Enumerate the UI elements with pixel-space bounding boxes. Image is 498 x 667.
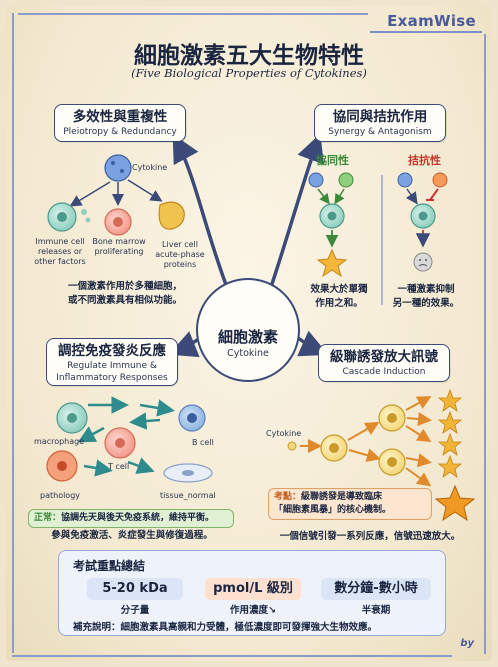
synergy-label: 協同性 — [316, 154, 349, 167]
frame-left-line — [12, 13, 14, 653]
page-subtitle: (Five Biological Properties of Cytokines… — [131, 66, 367, 80]
hub-title: 細胞激素 — [217, 328, 278, 346]
page-title: 細胞激素五大生物特性 — [134, 43, 364, 69]
card-immune-regulation: 調控免疫發炎反應 Regulate Immune & Inflammatory … — [46, 338, 178, 386]
immune-subtitle-line1: Regulate Immune & — [67, 361, 157, 371]
brand-underline — [370, 31, 482, 33]
immune-subtitle-line2: Inflammatory Responses — [56, 373, 168, 383]
frame-top-line — [18, 13, 368, 15]
pleiotropy-subtitle: Pleiotropy & Redundancy — [63, 127, 177, 137]
cascade-title: 級聯誘發放大訊號 — [330, 349, 438, 365]
immune-label-tissue: tissue_normal — [160, 491, 216, 500]
summary-note: 補充說明：細胞激素具高親和力受體，極低濃度即可發揮強大生物效應。 — [73, 622, 378, 633]
pleiotropy-title: 多效性與重複性 — [72, 109, 168, 125]
exam-summary-box: 考試重點總結 5-20 kDa 分子量 pmol/L 級別 作用濃度↘ 數分鐘-… — [58, 550, 446, 636]
immune-title: 調控免疫發炎反應 — [58, 343, 166, 359]
cytokine-hub: 細胞激素 Cytokine — [196, 278, 300, 382]
immune-label-bcell: B cell — [192, 438, 214, 447]
card-pleiotropy: 多效性與重複性 Pleiotropy & Redundancy — [54, 104, 186, 142]
synergy-subtitle: Synergy & Antagonism — [328, 127, 432, 137]
card-cascade: 級聯誘發放大訊號 Cascade Induction — [318, 344, 450, 382]
pleiotropy-cytokine-label: Cytokine — [132, 163, 168, 172]
hub-subtitle: Cytokine — [227, 348, 269, 359]
author-signature: by — [460, 638, 474, 649]
immune-label-tcell: T cell — [108, 462, 130, 471]
antagonism-label: 拮抗性 — [408, 154, 441, 167]
immune-label-macrophage: macrophage — [34, 437, 85, 446]
synergy-title: 協同與拮抗作用 — [332, 109, 428, 125]
immune-normal-pill: 正常：協調先天與後天免疫系統，維持平衡。 — [28, 509, 234, 528]
cascade-exam-pill: 考點：級聯誘發是導致臨床「細胞素風暴」的核心機制。 — [268, 488, 432, 520]
cascade-note: 一個信號引發一系列反應，信號迅速放大。 — [279, 531, 461, 542]
frame-right-line — [484, 34, 486, 654]
immune-note: 參與免疫激活、炎症發生與修復過程。 — [51, 530, 213, 541]
cascade-cytokine-label: Cytokine — [266, 429, 302, 438]
metric-concentration: pmol/L 級別 — [205, 578, 301, 600]
immune-label-pathology: pathology — [40, 491, 81, 500]
card-synergy: 協同與拮抗作用 Synergy & Antagonism — [314, 104, 446, 142]
metric-half-life-label: 半衰期 — [361, 605, 391, 616]
synergy-note: 效果大於單獨作用之和。 — [310, 284, 368, 309]
frame-bottom-line — [12, 655, 452, 657]
cascade-subtitle: Cascade Induction — [342, 367, 426, 377]
summary-title: 考試重點總結 — [73, 559, 146, 573]
antagonism-note: 一種激素抑制另一種的效果。 — [392, 284, 460, 309]
pleiotropy-note: 一個激素作用於多種細胞，或不同激素具有相似功能。 — [67, 281, 182, 306]
metric-molecular-weight: 5-20 kDa — [87, 578, 183, 600]
metric-half-life: 數分鐘-數小時 — [321, 578, 431, 600]
metric-concentration-label: 作用濃度↘ — [230, 605, 276, 616]
metric-molecular-weight-label: 分子量 — [120, 605, 150, 616]
brand-logo: ExamWise — [387, 12, 476, 30]
